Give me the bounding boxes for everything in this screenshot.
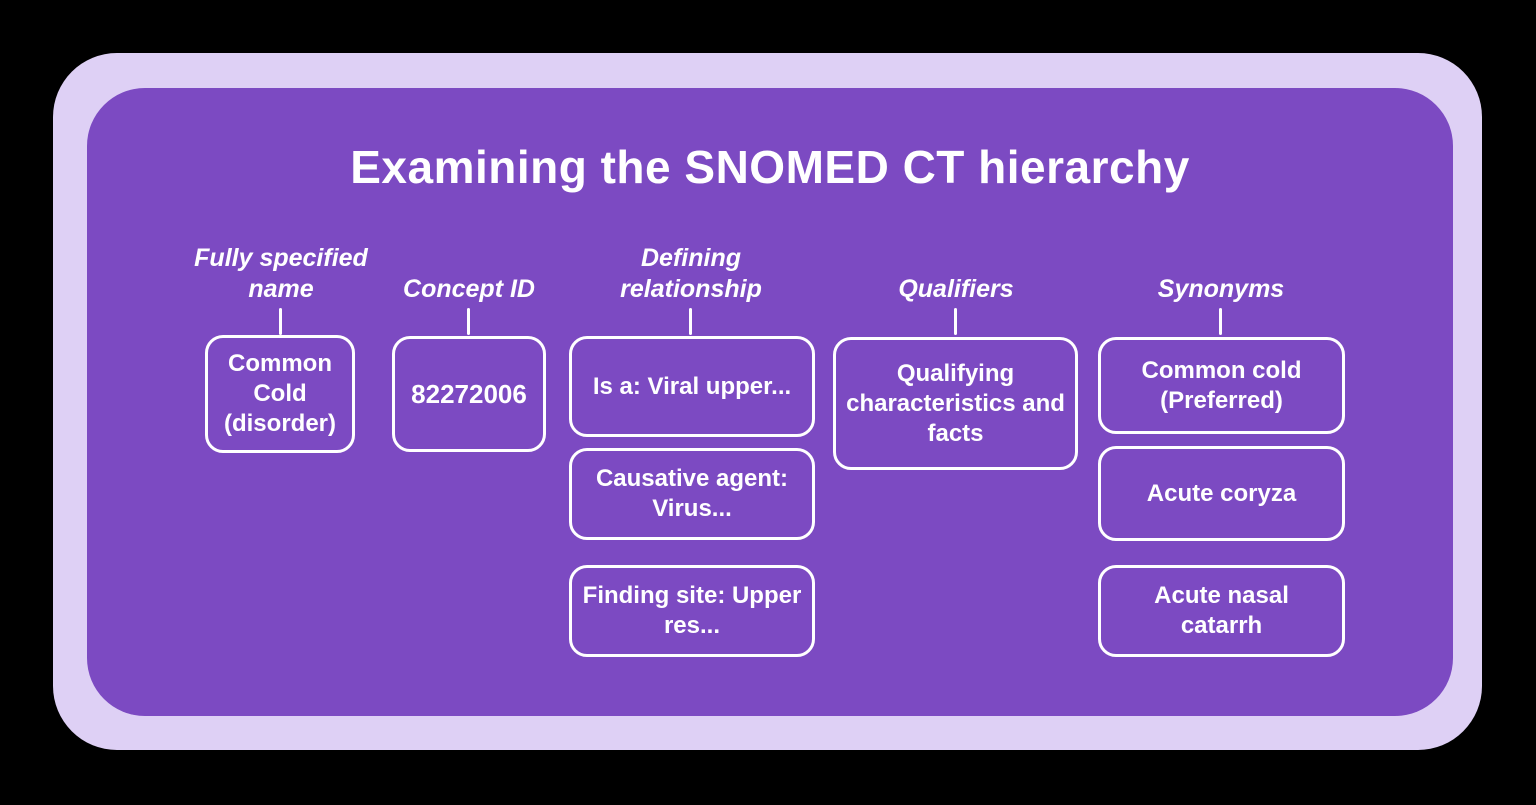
box-synonym-acute-nasal-catarrh: Acute nasal catarrh — [1098, 565, 1345, 657]
box-defining-relationship-finding-site: Finding site: Upper res... — [569, 565, 815, 657]
column-label-synonyms: Synonyms — [1157, 275, 1285, 303]
page-title: Examining the SNOMED CT hierarchy — [350, 141, 1190, 193]
box-concept-id: 82272006 — [392, 336, 546, 452]
connector-line-fully-specified-name — [279, 308, 282, 335]
connector-line-defining-relationship — [689, 308, 692, 335]
connector-line-concept-id — [467, 308, 470, 335]
connector-line-synonyms — [1219, 308, 1222, 335]
box-qualifiers: Qualifying characteristics and facts — [833, 337, 1078, 470]
box-defining-relationship-is-a: Is a: Viral upper... — [569, 336, 815, 437]
main-panel — [87, 88, 1453, 716]
box-defining-relationship-causative-agent: Causative agent: Virus... — [569, 448, 815, 540]
column-label-fully-specified-name: Fully specified name — [194, 244, 368, 303]
box-fully-specified-name: Common Cold (disorder) — [205, 335, 355, 453]
column-label-concept-id: Concept ID — [403, 275, 535, 303]
connector-line-qualifiers — [954, 308, 957, 335]
column-label-qualifiers: Qualifiers — [898, 275, 1014, 303]
column-label-defining-relationship: Defining relationship — [620, 244, 762, 303]
box-synonym-acute-coryza: Acute coryza — [1098, 446, 1345, 541]
box-synonym-preferred: Common cold (Preferred) — [1098, 337, 1345, 434]
